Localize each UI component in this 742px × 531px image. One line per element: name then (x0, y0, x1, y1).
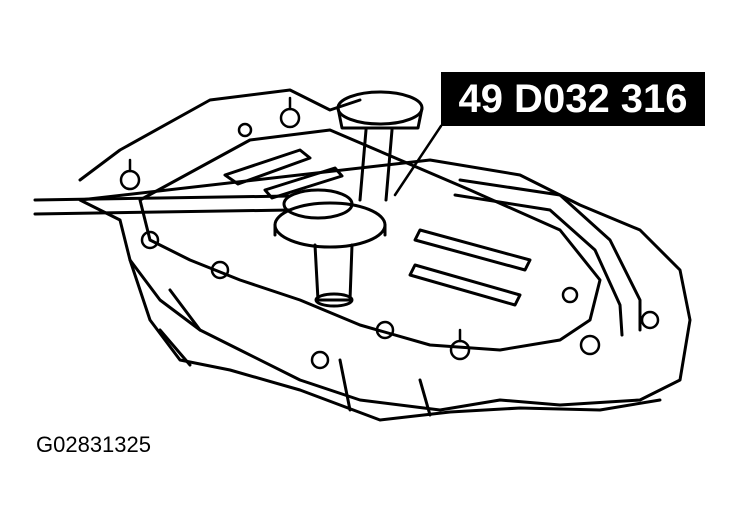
filler-cap (336, 90, 424, 126)
tool-handle (33, 194, 292, 216)
figure-id: G02831325 (36, 432, 151, 457)
oil-pan-plate (138, 128, 602, 352)
bolt-icon (119, 96, 660, 370)
housing-outline (78, 88, 692, 412)
filler-tube (358, 128, 394, 202)
plate-slot (413, 228, 532, 272)
leader-line (393, 124, 443, 197)
pipe (453, 178, 642, 337)
lower-casting (128, 258, 662, 422)
plate-slot (408, 263, 522, 307)
plate-slot (223, 148, 312, 186)
tool-number-label: 49 D032 316 (441, 72, 705, 126)
tool-shaft (313, 243, 354, 302)
